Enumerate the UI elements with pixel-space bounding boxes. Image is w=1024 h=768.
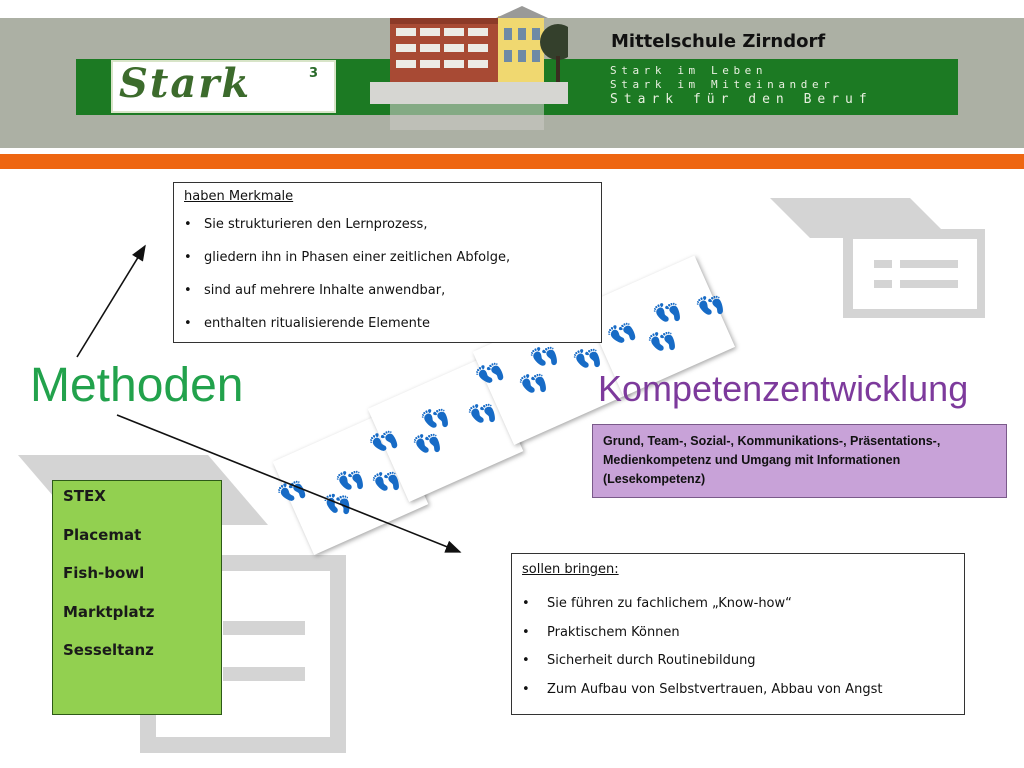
- kompetenz-line: (Lesekompetenz): [603, 472, 706, 486]
- list-item: •enthalten ritualisierende Elemente: [184, 316, 430, 331]
- method-list-box: STEX Placemat Fish-bowl Marktplatz Sesse…: [52, 480, 222, 715]
- kompetenz-title: Kompetenzentwicklung: [598, 368, 969, 409]
- orange-divider: [0, 154, 1024, 169]
- bullet-icon: •: [522, 624, 530, 640]
- method-item: Marktplatz: [63, 602, 155, 621]
- bullet-icon: •: [184, 250, 192, 265]
- bringen-box: sollen bringen: •Sie führen zu fachliche…: [511, 553, 965, 715]
- list-item: •Zum Aufbau von Selbstvertrauen, Abbau v…: [522, 681, 883, 697]
- bullet-icon: •: [184, 217, 192, 232]
- list-item: •Sie strukturieren den Lernprozess,: [184, 217, 428, 232]
- kompetenz-line: Medienkompetenz und Umgang mit Informati…: [603, 453, 901, 467]
- bullet-icon: •: [184, 316, 192, 331]
- motto-line-3: Stark für den Beruf: [610, 92, 873, 107]
- bringen-heading: sollen bringen:: [522, 562, 619, 577]
- arrow-to-bringen: [116, 414, 462, 553]
- stark-logo: Stark 3: [111, 60, 336, 113]
- motto-line-2: Stark im Miteinander: [610, 78, 835, 91]
- methoden-title: Methoden: [30, 359, 244, 412]
- method-item: Fish-bowl: [63, 564, 145, 582]
- method-item: Sesseltanz: [63, 641, 154, 659]
- method-item: STEX: [63, 487, 106, 505]
- list-item: •sind auf mehrere Inhalte anwendbar,: [184, 283, 446, 298]
- motto-line-1: Stark im Leben: [610, 64, 768, 77]
- logo-wordmark: Stark: [119, 60, 252, 107]
- kompetenz-line: Grund, Team-, Sozial-, Kommunikations-, …: [603, 434, 941, 448]
- list-item: •Praktischem Können: [522, 624, 680, 640]
- logo-superscript: 3: [309, 66, 319, 81]
- bullet-icon: •: [522, 596, 530, 611]
- list-item: •Sie führen zu fachlichem „Know-how“: [522, 596, 792, 611]
- merkmale-box: haben Merkmale •Sie strukturieren den Le…: [173, 182, 602, 343]
- list-item: •gliedern ihn in Phasen einer zeitlichen…: [184, 250, 511, 265]
- bullet-icon: •: [184, 283, 192, 298]
- school-name: Mittelschule Zirndorf: [611, 31, 826, 52]
- kompetenz-box: Grund, Team-, Sozial-, Kommunikations-, …: [592, 424, 1007, 498]
- list-item: •Sicherheit durch Routinebildung: [522, 653, 756, 668]
- bullet-icon: •: [522, 681, 530, 697]
- school-building-image: [370, 6, 568, 130]
- merkmale-heading: haben Merkmale: [184, 189, 294, 204]
- list-document-icon: [770, 198, 985, 318]
- method-item: Placemat: [63, 525, 142, 544]
- bullet-icon: •: [522, 653, 530, 668]
- arrow-to-merkmale: [76, 244, 146, 358]
